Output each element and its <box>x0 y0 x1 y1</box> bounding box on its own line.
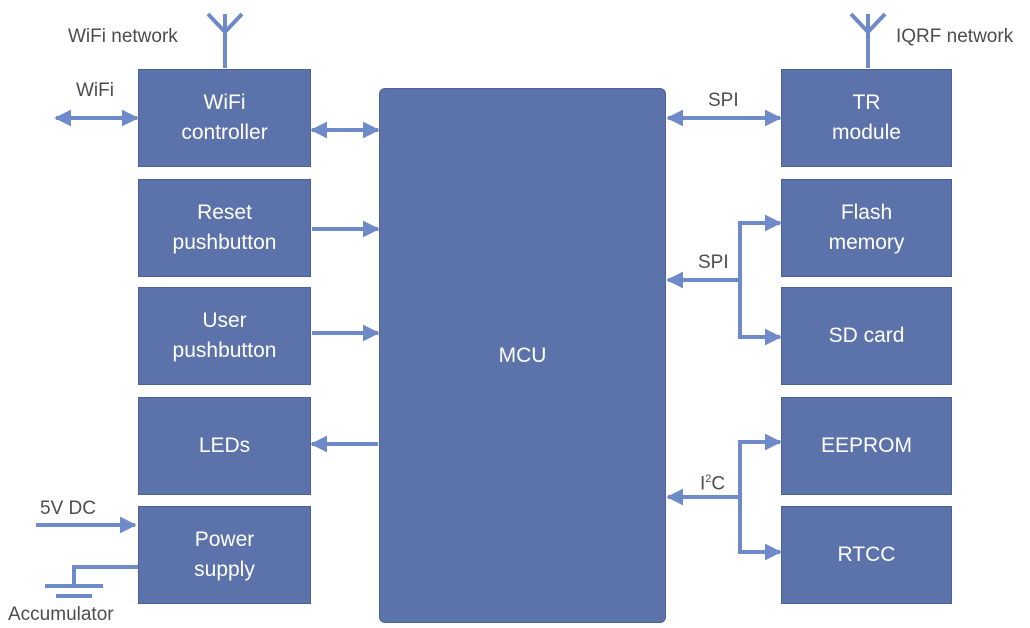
iqrf-antenna-left <box>849 12 870 34</box>
dc-input-label: 5V DC <box>40 498 96 519</box>
eeprom-block: EEPROM <box>781 397 952 495</box>
iqrf-network-label: IQRF network <box>896 26 1014 47</box>
accumulator-wire <box>72 565 138 585</box>
sd-card-block: SD card <box>781 287 952 385</box>
wifi-antenna-right <box>223 12 244 34</box>
mcu-block: MCU <box>379 88 666 623</box>
i2c-label: I2C <box>700 473 726 495</box>
spi-memory-label: SPI <box>698 252 729 273</box>
accumulator-label: Accumulator <box>8 604 114 625</box>
leds-block: LEDs <box>138 397 311 495</box>
wifi-network-label: WiFi network <box>68 26 178 47</box>
wifi-label: WiFi <box>76 80 114 101</box>
accumulator-icon <box>45 584 103 598</box>
spi-tr-label: SPI <box>708 90 739 111</box>
wifi-antenna-left <box>206 12 227 34</box>
iqrf-antenna-right <box>866 12 887 34</box>
rtcc-block: RTCC <box>781 506 952 604</box>
